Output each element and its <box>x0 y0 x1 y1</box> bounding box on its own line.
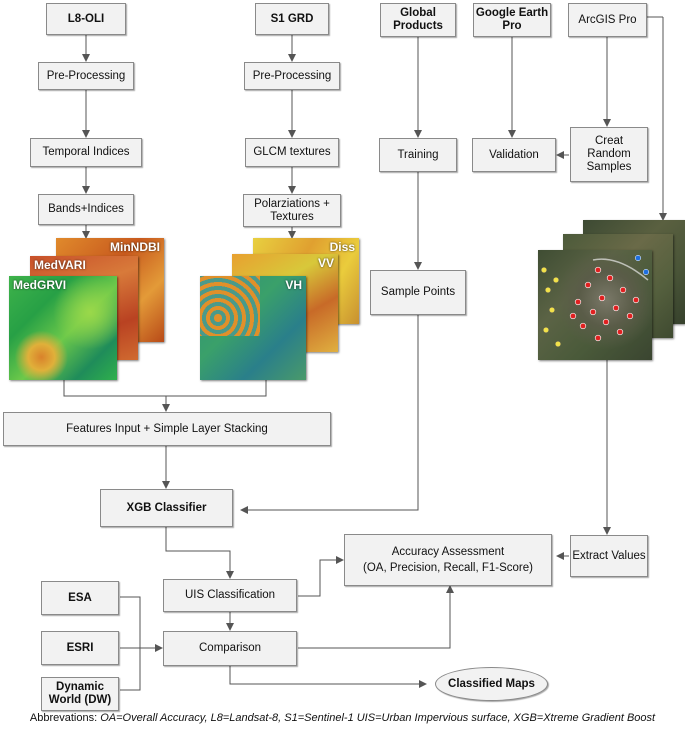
accuracy-assessment-box: Accuracy Assessment (OA, Precision, Reca… <box>344 534 552 586</box>
temporal-indices-box: Temporal Indices <box>30 138 142 167</box>
vh-tile: VH <box>200 276 306 380</box>
uis-classification-label: UIS Classification <box>184 589 276 601</box>
abbreviations-prefix: Abbrevations: <box>29 712 101 724</box>
polarizations-textures-label: Polarziations + Textures <box>254 197 330 223</box>
s1-grd-label: S1 GRD <box>270 12 314 25</box>
bands-indices-label: Bands+Indices <box>48 203 124 215</box>
features-stacking-label: Features Input + Simple Layer Stacking <box>66 422 268 435</box>
s1-preprocessing-label: Pre-Processing <box>252 69 332 82</box>
glcm-textures-box: GLCM textures <box>245 138 339 167</box>
red-sample-points <box>569 266 640 342</box>
bands-indices-box: Bands+Indices <box>38 194 134 225</box>
vh-label: VH <box>285 278 302 292</box>
dynamic-world-box: Dynamic World (DW) <box>41 677 119 711</box>
features-stacking-box: Features Input + Simple Layer Stacking <box>3 412 331 446</box>
glcm-textures-label: GLCM textures <box>253 146 331 158</box>
classified-maps-ellipse: Classified Maps <box>435 667 548 701</box>
random-samples-box: Creat Random Samples <box>570 127 648 182</box>
s1-grd-box: S1 GRD <box>255 3 329 35</box>
yellow-sample-points <box>540 266 562 348</box>
diss-label: Diss <box>329 240 355 254</box>
medvari-label: MedVARI <box>34 258 86 272</box>
esri-box: ESRI <box>41 631 119 665</box>
comparison-label: Comparison <box>199 642 261 654</box>
extract-values-box: Extract Values <box>570 535 648 577</box>
classified-maps-label: Classified Maps <box>448 678 535 690</box>
sample-points-map <box>540 254 650 348</box>
l8-oli-label: L8-OLI <box>67 12 105 25</box>
training-label: Training <box>397 148 439 161</box>
sample-points-label: Sample Points <box>380 286 456 298</box>
training-box: Training <box>379 138 457 172</box>
esa-label: ESA <box>68 591 92 604</box>
accuracy-assessment-metrics: (OA, Precision, Recall, F1-Score) <box>363 561 533 574</box>
blue-sample-points <box>634 254 650 276</box>
xgb-classifier-box: XGB Classifier <box>100 489 233 527</box>
arcgis-pro-box: ArcGIS Pro <box>568 3 647 37</box>
temporal-indices-label: Temporal Indices <box>42 146 130 158</box>
random-samples-label: Creat Random Samples <box>586 135 632 173</box>
extract-values-label: Extract Values <box>572 549 646 562</box>
medgrvi-tile: MedGRVI <box>9 276 117 380</box>
global-products-label: Global Products <box>393 7 443 32</box>
google-earth-pro-box: Google Earth Pro <box>473 3 551 37</box>
minndbi-label: MinNDBI <box>110 240 160 254</box>
vv-label: VV <box>317 256 334 270</box>
l8-preprocessing-box: Pre-Processing <box>38 62 134 90</box>
arcgis-pro-label: ArcGIS Pro <box>578 13 637 26</box>
comparison-box: Comparison <box>163 631 297 666</box>
medgrvi-label: MedGRVI <box>13 278 67 292</box>
dynamic-world-label: Dynamic World (DW) <box>48 681 112 706</box>
abbreviations-text: OA=Overall Accuracy, L8=Landsat-8, S1=Se… <box>100 712 656 724</box>
uis-classification-box: UIS Classification <box>163 579 297 612</box>
xgb-classifier-label: XGB Classifier <box>126 501 207 514</box>
google-earth-pro-label: Google Earth Pro <box>475 7 549 32</box>
abbreviations-footer: Abbrevations: OA=Overall Accuracy, L8=La… <box>0 712 685 724</box>
l8-oli-box: L8-OLI <box>46 3 126 35</box>
validation-label: Validation <box>489 148 539 161</box>
s1-preprocessing-box: Pre-Processing <box>244 62 340 90</box>
map-tile-front <box>538 250 652 360</box>
accuracy-assessment-title: Accuracy Assessment <box>391 545 505 558</box>
esri-label: ESRI <box>66 641 94 654</box>
sample-points-box: Sample Points <box>370 270 466 315</box>
global-products-box: Global Products <box>380 3 456 37</box>
validation-box: Validation <box>472 138 556 172</box>
esa-box: ESA <box>41 581 119 615</box>
l8-preprocessing-label: Pre-Processing <box>46 69 126 82</box>
polarizations-textures-box: Polarziations + Textures <box>243 194 341 227</box>
